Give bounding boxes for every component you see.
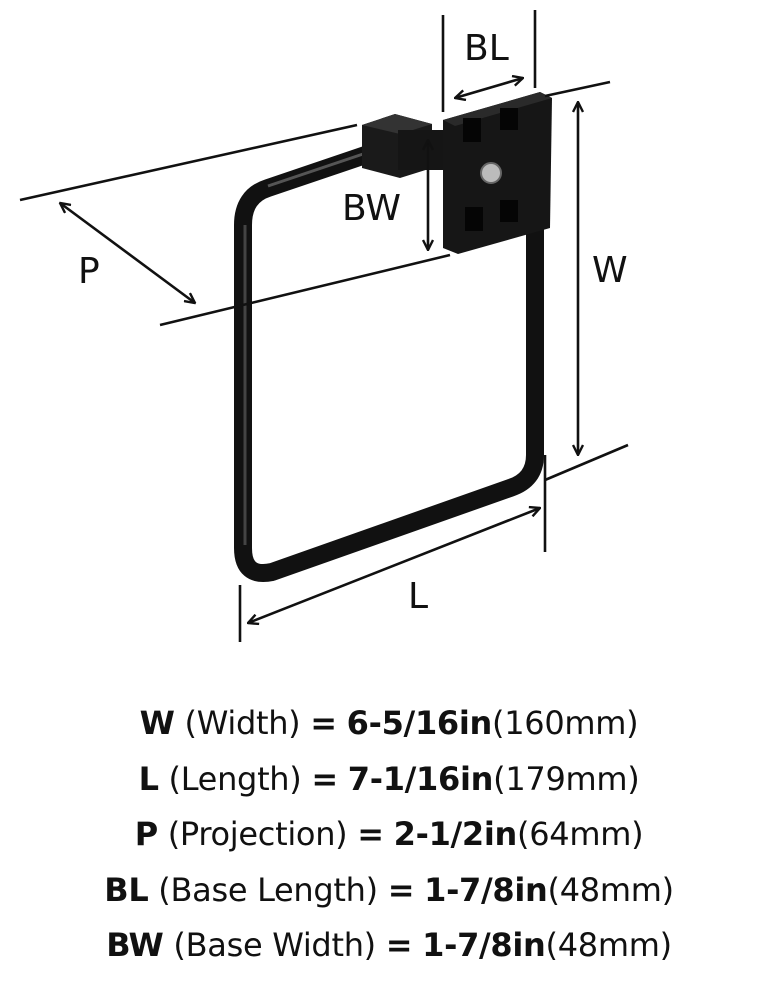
bl-arrow — [455, 78, 523, 98]
base-plate — [443, 92, 552, 254]
label-p: P — [78, 251, 100, 292]
spec-base-length: BL (Base Length) = 1-7/8in(48mm) — [0, 863, 778, 919]
spec-code: P — [134, 815, 158, 853]
spec-code: W — [139, 704, 175, 742]
spec-name: (Base Width) — [173, 926, 376, 964]
spec-imperial: 7-1/16in — [347, 759, 494, 798]
spec-metric: (48mm) — [547, 870, 675, 909]
spec-metric: (160mm) — [492, 704, 639, 742]
spec-width: W (Width) = 6-5/16in(160mm) — [0, 696, 778, 752]
label-l: L — [408, 576, 428, 617]
spec-imperial: 1-7/8in — [424, 870, 548, 909]
spec-eq: = — [385, 926, 413, 964]
spec-name: (Base Length) — [158, 870, 378, 909]
spec-metric: (64mm) — [517, 815, 644, 853]
towel-ring-dimension-diagram: BL BW P W L — [19, 10, 629, 642]
dimension-lines — [19, 10, 629, 642]
l-arrow — [248, 508, 540, 623]
label-w: W — [592, 250, 628, 291]
spec-code: BW — [106, 926, 164, 964]
spec-code: BL — [104, 870, 149, 909]
spec-name: (Projection) — [167, 815, 348, 853]
spec-name: (Width) — [184, 704, 301, 742]
dimension-specs: W (Width) = 6-5/16in(160mm) L (Length) =… — [0, 696, 778, 974]
spec-eq: = — [311, 759, 338, 798]
spec-metric: (179mm) — [493, 759, 640, 798]
spec-eq: = — [310, 704, 337, 742]
spec-base-width: BW (Base Width) = 1-7/8in(48mm) — [0, 918, 778, 974]
spec-code: L — [138, 759, 159, 798]
spec-imperial: 6-5/16in — [346, 704, 493, 742]
screw-icon — [480, 162, 502, 184]
spec-eq: = — [387, 870, 415, 909]
spec-imperial: 1-7/8in — [422, 926, 546, 964]
spec-imperial: 2-1/2in — [393, 815, 518, 853]
spec-length: L (Length) = 7-1/16in(179mm) — [0, 752, 778, 808]
spec-eq: = — [357, 815, 384, 853]
spec-projection: P (Projection) = 2-1/2in(64mm) — [0, 807, 778, 863]
p-arrow — [60, 203, 195, 303]
spec-metric: (48mm) — [545, 926, 673, 964]
spec-name: (Length) — [168, 759, 302, 798]
label-bl: BL — [464, 28, 509, 69]
label-bw: BW — [342, 188, 401, 229]
